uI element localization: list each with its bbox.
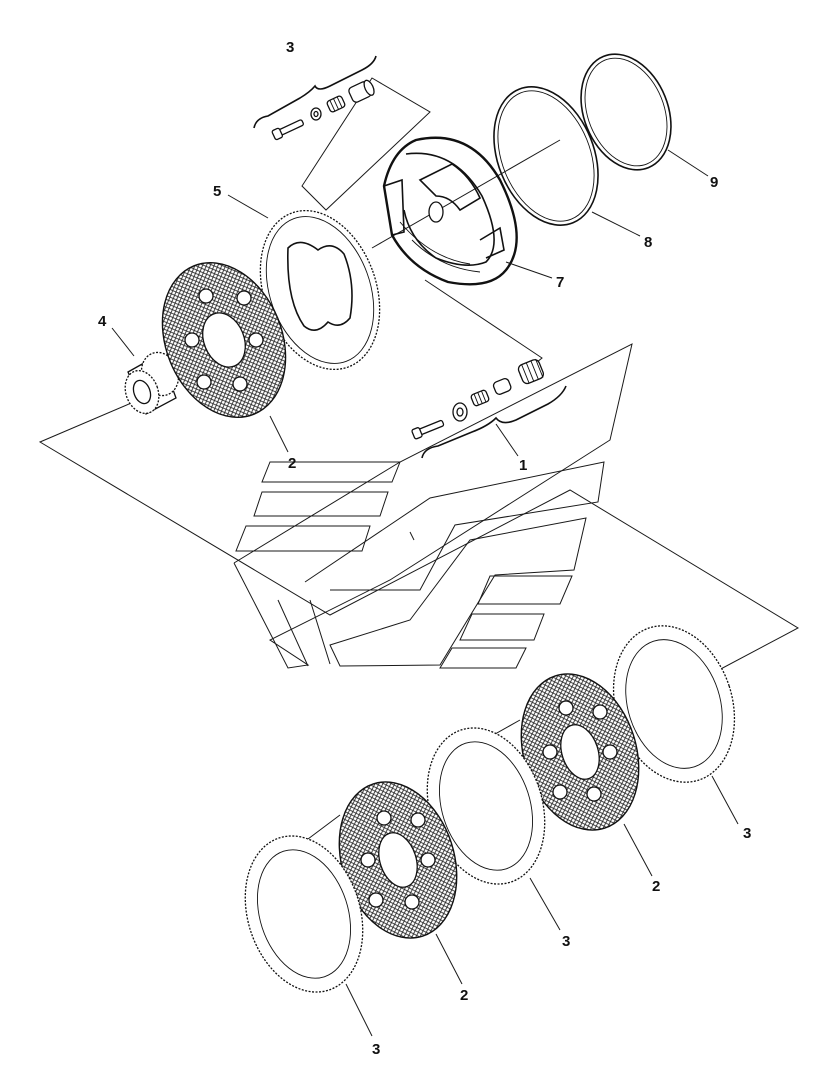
- callout-2-lower: 2: [460, 987, 468, 1004]
- part-7-piston-housing: [382, 136, 518, 286]
- callout-8: 8: [644, 234, 652, 251]
- callout-2-mid: 2: [652, 878, 660, 895]
- callout-3-lower: 3: [372, 1041, 380, 1058]
- callout-3-mid: 3: [562, 933, 570, 950]
- part-8-o-ring-large: [493, 86, 599, 226]
- callout-4: 4: [98, 313, 107, 330]
- part-2-friction-disc-lower: [338, 781, 458, 939]
- callout-2-upper: 2: [288, 455, 296, 472]
- part-1-fastener-group: [411, 358, 567, 459]
- callout-3-right: 3: [743, 825, 751, 842]
- part-3-steel-disc-lower: [244, 835, 364, 993]
- callout-9: 9: [710, 174, 718, 191]
- part-5-backing-plate: [259, 209, 381, 371]
- part-2-friction-disc-mid: [520, 673, 640, 831]
- part-3-steel-disc-right: [612, 625, 736, 783]
- callout-7: 7: [556, 274, 564, 291]
- part-4-splined-hub: [124, 351, 180, 415]
- leader-lines: [111, 149, 739, 1037]
- callout-labels: 3 5 4 2 1 7 8 9 3 2 3 2 3: [98, 39, 751, 1058]
- part-9-o-ring-small: [580, 53, 672, 171]
- callout-6: 3: [286, 39, 294, 56]
- watermark-logo: [233, 343, 633, 669]
- callout-1: 1: [519, 457, 527, 474]
- callout-5: 5: [213, 183, 221, 200]
- part-2-friction-disc-upper: [161, 262, 287, 418]
- part-6-fastener-group: [253, 55, 377, 141]
